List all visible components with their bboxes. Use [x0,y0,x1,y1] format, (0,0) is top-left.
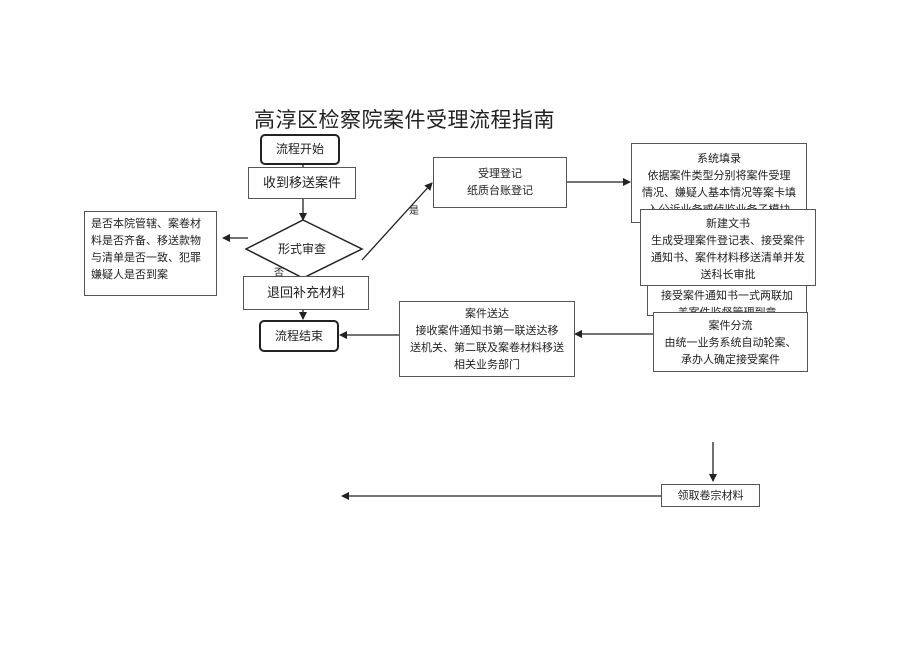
collect-label: 领取卷宗材料 [677,489,744,502]
case-delivery-box: 案件送达 接收案件通知书第一联送达移 送机关、第二联及案卷材料移送 相关业务部门 [399,301,575,377]
page-title: 高淳区检察院案件受理流程指南 [254,108,555,132]
newdoc-line: 送科长审批 [700,268,756,281]
deliver-title: 案件送达 [465,307,509,320]
assign-title: 案件分流 [708,319,753,332]
return-materials-box: 退回补充材料 [243,276,369,310]
newdoc-line: 生成受理案件登记表、接受案件 [651,234,805,247]
check-line: 料是否齐备、移送款物 [91,234,201,247]
yes-label: 是 [409,206,419,217]
system-line: 情况、嫌疑人基本情况等案卡填 [642,186,796,199]
arrow-review-register [361,182,433,261]
check-line: 嫌疑人是否到案 [91,268,168,281]
notice-line: 盖案件监督管理到章 [677,306,777,316]
collect-files-box: 领取卷宗材料 [661,484,760,507]
end-label: 流程结束 [274,328,323,343]
start-node: 流程开始 [260,134,340,165]
newdoc-title: 新建文书 [706,217,750,230]
register-box: 受理登记 纸质台账登记 [433,157,567,208]
deliver-line: 相关业务部门 [454,358,520,371]
register-title: 受理登记 [478,167,522,180]
receive-case-box: 收到移送案件 [248,167,356,199]
notice-line: 接受案件通知书一式两联加 [661,289,793,302]
start-label: 流程开始 [275,142,324,156]
register-detail: 纸质台账登记 [467,184,533,197]
review-label: 形式审查 [278,242,327,256]
assign-line: 承办人确定接受案件 [681,353,780,366]
deliver-line: 送机关、第二联及案卷材料移送 [410,341,564,354]
check-criteria-box: 是否本院管辖、案卷材 料是否齐备、移送款物 与清单是否一致、犯罪 嫌疑人是否到案 [84,211,217,296]
end-node: 流程结束 [259,320,339,352]
newdoc-line: 通知书、案件材料移送清单并发 [651,251,805,264]
return-label: 退回补充材料 [266,285,345,301]
system-line: 依据案件类型分别将案件受理 [647,169,791,182]
new-document-box: 新建文书 生成受理案件登记表、接受案件 通知书、案件材料移送清单并发 送科长审批 [640,209,816,286]
system-title: 系统填录 [697,152,741,165]
receive-label: 收到移送案件 [262,175,341,191]
case-assign-box: 案件分流 由统一业务系统自动轮案、 承办人确定接受案件 [653,312,808,372]
assign-line: 由统一业务系统自动轮案、 [664,336,797,349]
no-label: 否 [274,268,284,279]
deliver-line: 接收案件通知书第一联送达移 [415,324,559,337]
check-line: 与清单是否一致、犯罪 [91,251,201,264]
check-line: 是否本院管辖、案卷材 [91,217,201,230]
